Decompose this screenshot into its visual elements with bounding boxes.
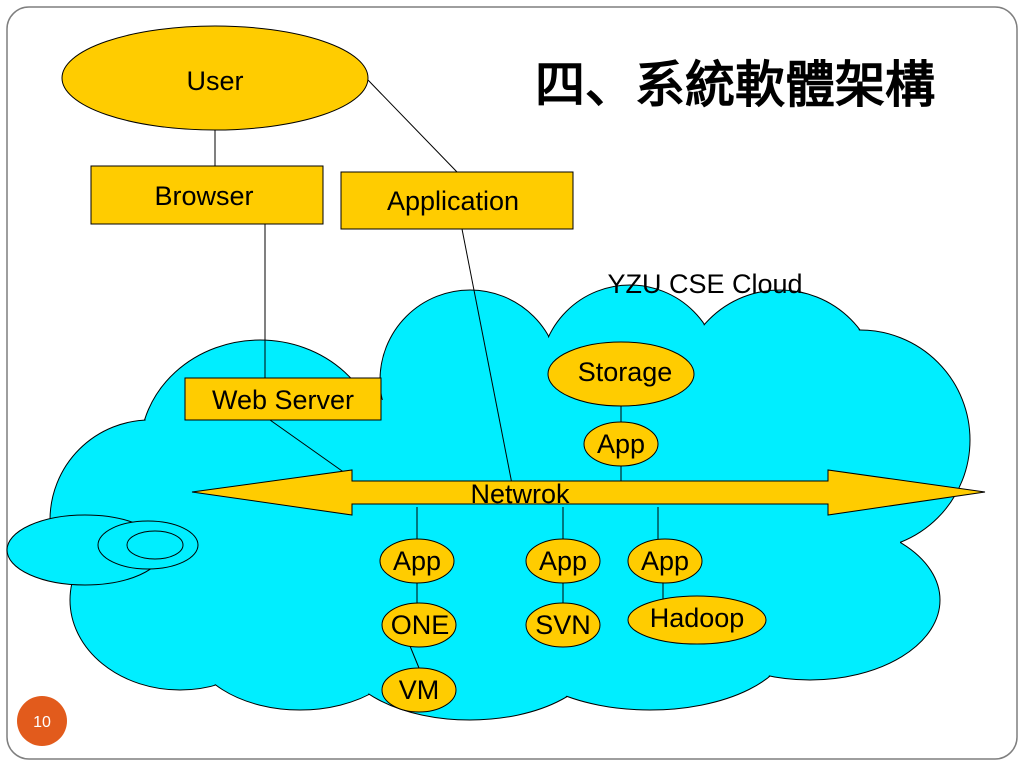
- web-server-node: [184, 377, 382, 421]
- network-label: Netwrok: [470, 479, 570, 509]
- app-one-label: App: [393, 546, 441, 576]
- hadoop-label: Hadoop: [650, 603, 745, 633]
- app-hadoop-label: App: [641, 546, 689, 576]
- vm-label: VM: [399, 675, 440, 705]
- app-one-node: [379, 538, 455, 584]
- app-storage-node: [583, 421, 659, 467]
- user-node: [61, 25, 369, 131]
- application-label: Application: [387, 186, 519, 216]
- application-node: [340, 171, 574, 230]
- app-svn-node: [525, 538, 601, 584]
- cloud-bubble-small: [126, 530, 184, 560]
- network-arrow: [191, 469, 986, 516]
- user-label: User: [186, 66, 243, 96]
- page-number: 10: [33, 714, 51, 731]
- app-storage-label: App: [597, 429, 645, 459]
- one-label: ONE: [391, 610, 450, 640]
- browser-label: Browser: [154, 181, 253, 211]
- storage-node: [547, 341, 695, 407]
- one-node: [381, 602, 457, 648]
- hadoop-node: [627, 595, 767, 645]
- browser-node: [90, 165, 324, 225]
- page-number-badge: [17, 696, 67, 746]
- svn-label: SVN: [535, 610, 591, 640]
- svn-node: [525, 602, 601, 648]
- app-hadoop-node: [627, 538, 703, 584]
- vm-node: [381, 667, 457, 713]
- web-server-label: Web Server: [212, 385, 354, 415]
- cloud-label: YZU CSE Cloud: [607, 269, 802, 299]
- storage-label: Storage: [578, 357, 673, 387]
- slide-title: 四、系統軟體架構: [535, 56, 935, 114]
- app-svn-label: App: [539, 546, 587, 576]
